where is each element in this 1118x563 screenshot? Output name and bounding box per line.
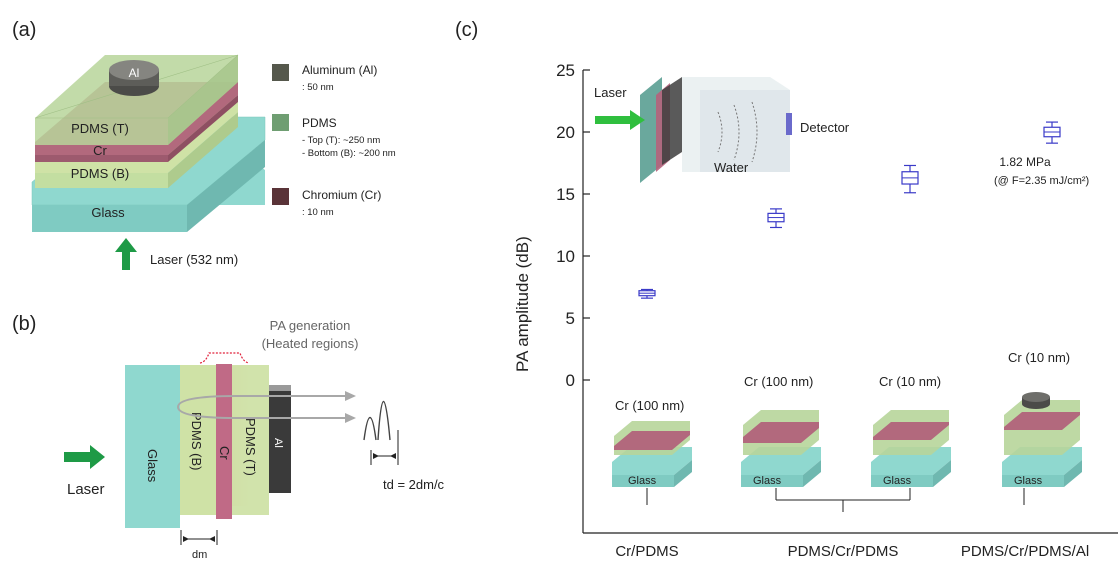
pa-generation-title: PA generation: [270, 318, 351, 333]
panel-b-label: (b): [12, 313, 36, 335]
group-label-pdms-cr-pdms: PDMS/Cr/PDMS: [788, 543, 899, 560]
laser-arrow-a: Laser (532 nm): [115, 238, 238, 270]
mini-stack-pdms-cr-pdms-al: Glass: [1002, 392, 1082, 487]
data-point: [638, 288, 656, 299]
loop-path: [176, 395, 345, 419]
pdms-b-label: PDMS (B): [71, 166, 130, 181]
legend-al-name: Aluminum (Al): [302, 63, 377, 77]
laser-up-arrow-icon: [115, 238, 137, 270]
legend-pdms-detail2: - Bottom (B): ~200 nm: [302, 148, 396, 159]
mini-glass-label-2: Glass: [753, 475, 782, 487]
sample-label-3: Cr (10 nm): [879, 374, 941, 389]
pdms-bottom-front: [35, 173, 168, 188]
group-label-cr-pdms: Cr/PDMS: [615, 543, 678, 560]
pulse-1: [377, 401, 391, 441]
y-tick-label: 5: [566, 309, 575, 328]
al-label: Al: [129, 66, 140, 80]
panel-c-label: (c): [455, 19, 478, 41]
pdms-b-slab-label: PDMS (B): [189, 412, 204, 471]
cr-label: Cr: [93, 143, 107, 158]
heated-regions-title: (Heated regions): [262, 336, 359, 351]
y-tick-label: 0: [566, 371, 575, 390]
al-disk-top: [109, 60, 159, 80]
inset-water-label: Water: [714, 160, 749, 175]
legend-al-detail: : 50 nm: [302, 82, 334, 93]
glass-side: [187, 140, 265, 232]
setup-inset: Laser Water Detector: [594, 77, 850, 183]
legend-swatch-al: [272, 64, 289, 81]
legend-swatch-pdms: [272, 114, 289, 131]
pdms-b-slab: [180, 365, 216, 515]
heat-profile-curve: [199, 352, 250, 364]
y-tick-label: 20: [556, 123, 575, 142]
mini-glass-label-1: Glass: [628, 475, 657, 487]
legend-swatch-cr: [272, 188, 289, 205]
panel-a-label: (a): [12, 19, 36, 41]
y-tick-label: 25: [556, 61, 575, 80]
chart-c: 0 5 10 15 20 25 PA amplitude (dB) Laser Water…: [513, 61, 1118, 560]
legend-pdms-name: PDMS: [302, 116, 337, 130]
data-point: [767, 208, 785, 229]
y-tick-label: 10: [556, 247, 575, 266]
glass-slab-label: Glass: [145, 449, 160, 483]
mini-glass-label-3: Glass: [883, 475, 912, 487]
arrow-head-bottom-icon: [345, 413, 356, 423]
dm-label: dm: [192, 549, 207, 561]
legend-pdms-detail1: - Top (T): ~250 nm: [302, 135, 380, 146]
legend-cr-name: Chromium (Cr): [302, 188, 381, 202]
layer-stack-3d: Al PDMS (T) Cr PDMS (B) Glass: [31, 54, 266, 232]
data-point: [901, 164, 919, 194]
pdms-t-slab-label: PDMS (T): [243, 418, 258, 476]
inset-laser-label: Laser: [594, 85, 627, 100]
mini-glass-label-4: Glass: [1014, 475, 1043, 487]
data-point: [1043, 121, 1061, 144]
data-points: [638, 121, 1061, 299]
cr-slab: [216, 364, 232, 519]
group-label-pdms-cr-pdms-al: PDMS/Cr/PDMS/Al: [961, 543, 1089, 560]
mini-stack-pdms-cr-pdms-10: Glass: [871, 410, 951, 487]
detector-icon: [786, 113, 792, 135]
cross-section-diagram: PA generation (Heated regions) Glass PDM…: [64, 318, 445, 561]
y-ticks: 0 5 10 15 20 25: [556, 61, 590, 390]
glass-slab: [125, 365, 180, 528]
mini-stack-pdms-cr-pdms-100: Glass: [741, 410, 821, 487]
laser-label-b: Laser: [67, 481, 105, 498]
material-legend: Aluminum (Al) : 50 nm PDMS - Top (T): ~2…: [272, 63, 396, 218]
al-slab-label: Al: [272, 438, 284, 448]
td-label: td = 2dm/c: [383, 477, 445, 492]
pdms-t-slab: [232, 365, 269, 515]
cr-slab-label: Cr: [217, 446, 232, 460]
sample-label-1: Cr (100 nm): [615, 398, 684, 413]
inset-al: [662, 77, 682, 165]
fluence-annotation: (@ F=2.35 mJ/cm²): [994, 175, 1089, 187]
legend-cr-detail: : 10 nm: [302, 207, 334, 218]
y-axis-label: PA amplitude (dB): [513, 236, 532, 372]
glass-label: Glass: [91, 205, 125, 220]
laser-label-a: Laser (532 nm): [150, 252, 238, 267]
inset-laser-arrow-icon: [595, 110, 645, 130]
al-slab: [269, 385, 291, 493]
sample-label-2: Cr (100 nm): [744, 374, 813, 389]
y-tick-label: 15: [556, 185, 575, 204]
sample-label-4: Cr (10 nm): [1008, 350, 1070, 365]
pdms-t-label: PDMS (T): [71, 121, 129, 136]
cr-layer-front: [35, 155, 168, 162]
pressure-annotation: 1.82 MPa: [999, 155, 1051, 169]
inset-detector-label: Detector: [800, 120, 850, 135]
laser-right-arrow-icon: [64, 445, 105, 469]
glass-front: [32, 205, 187, 232]
pulse-2: [363, 417, 377, 441]
mini-stack-cr-pdms: Glass: [612, 421, 692, 487]
arrow-head-top-icon: [345, 391, 356, 401]
